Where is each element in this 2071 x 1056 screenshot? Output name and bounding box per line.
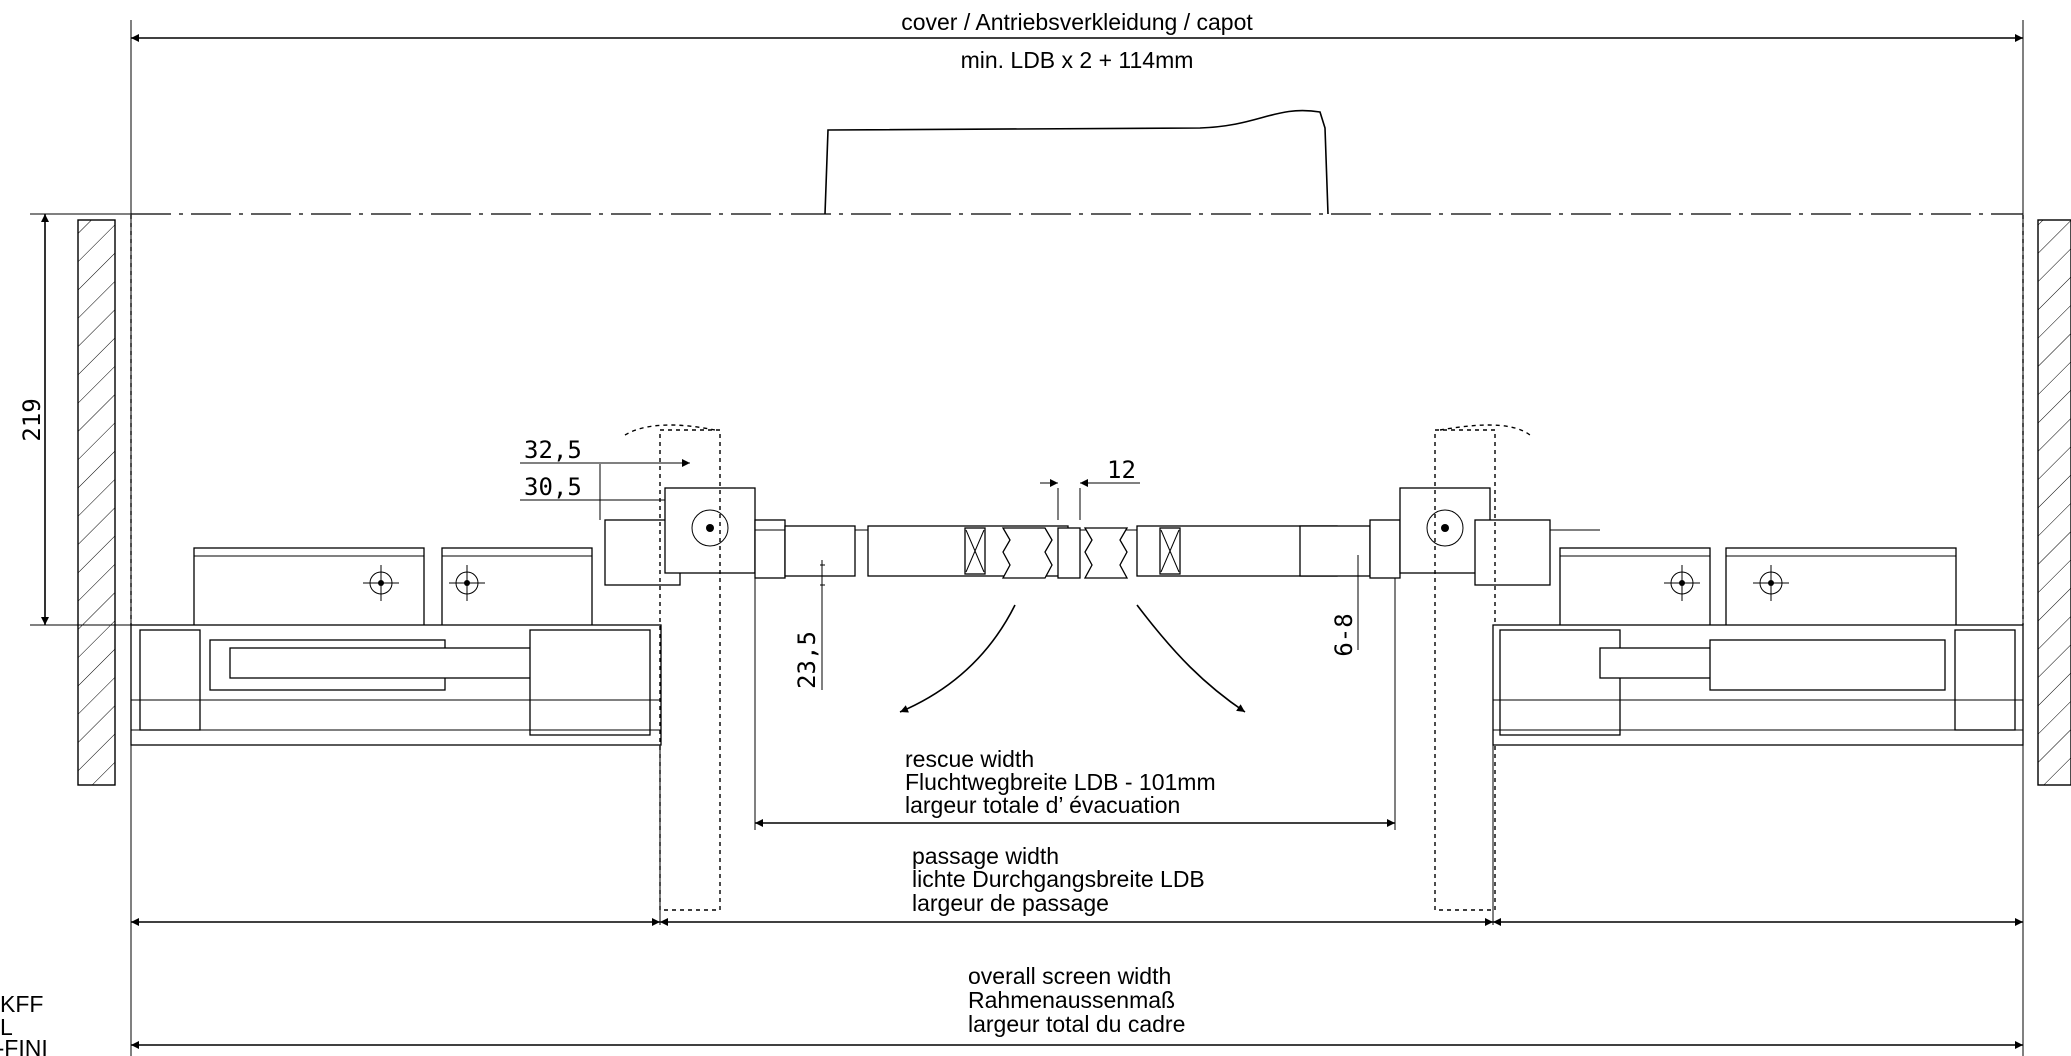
left-fixed-rail xyxy=(193,547,593,627)
detail-dimensions xyxy=(520,459,1359,690)
right-wall xyxy=(2037,219,2071,786)
rescue-width-dimension xyxy=(754,578,1396,830)
height-dimension xyxy=(30,213,131,626)
passage-label-de: lichte Durchgangsbreite LDB xyxy=(912,866,1205,892)
corner-text-3: N-FINI xyxy=(0,1035,48,1056)
rescue-label-en: rescue width xyxy=(905,746,1034,772)
right-frame-profile xyxy=(1492,624,2024,746)
dim-23-5: 23,5 xyxy=(793,631,821,689)
overall-label-en: overall screen width xyxy=(968,963,1171,989)
corner-text-1: KFF xyxy=(0,991,43,1017)
rescue-label-fr: largeur totale d’ évacuation xyxy=(905,792,1180,818)
rescue-label-de: Fluchtwegbreite LDB - 101mm xyxy=(905,769,1216,795)
overall-label-fr: largeur total du cadre xyxy=(968,1011,1185,1037)
dim-6-8: 6-8 xyxy=(1330,613,1358,656)
dim-12: 12 xyxy=(1107,456,1136,484)
left-frame-profile xyxy=(130,624,662,746)
passage-label-en: passage width xyxy=(912,843,1059,869)
right-fixed-rail xyxy=(1559,547,1957,627)
corner-text-2: L xyxy=(0,1014,13,1040)
passage-width-dimension xyxy=(131,745,2023,926)
frame-boundaries xyxy=(130,20,2024,1056)
left-wall xyxy=(77,219,116,786)
cover-formula: min. LDB x 2 + 114mm xyxy=(961,47,1194,73)
right-glass-panel xyxy=(1136,525,1371,577)
overall-label-de: Rahmenaussenmaß xyxy=(968,987,1175,1013)
cover-title: cover / Antriebsverkleidung / capot xyxy=(901,9,1253,35)
height-dim-label: 219 xyxy=(18,398,46,441)
motor-housing xyxy=(824,109,1329,215)
passage-label-fr: largeur de passage xyxy=(912,890,1109,916)
left-door-leaf xyxy=(604,424,1600,911)
center-meeting-profile xyxy=(1001,527,1129,579)
dim-30-5: 30,5 xyxy=(524,473,582,501)
swing-arrows xyxy=(899,604,1246,713)
dim-32-5: 32,5 xyxy=(524,436,582,464)
